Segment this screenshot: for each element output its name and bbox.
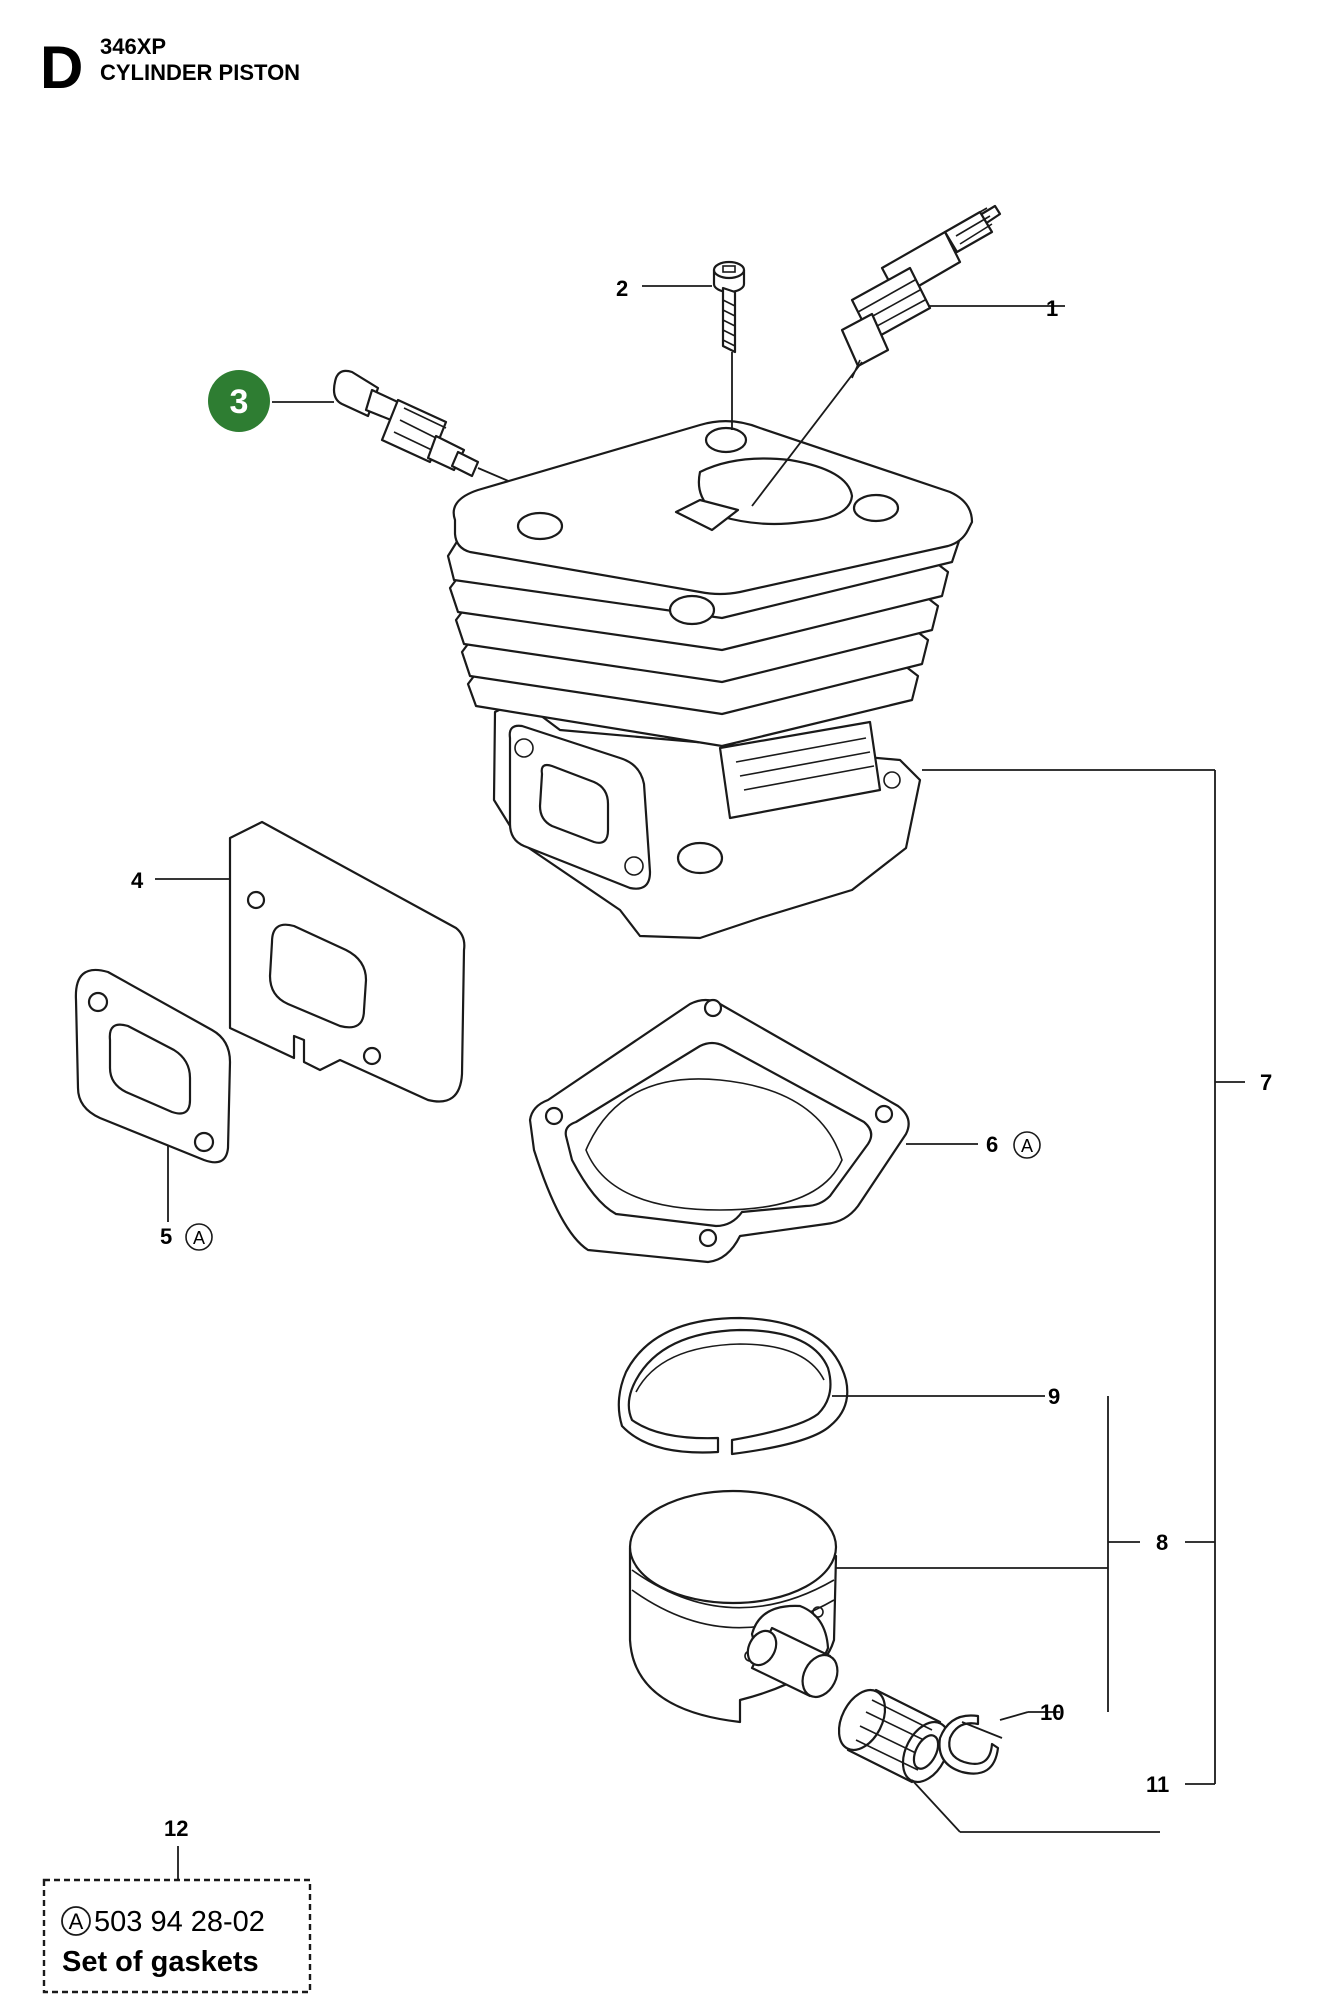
set-marker-a-5-label: A (193, 1228, 205, 1248)
callout-2[interactable]: 2 (616, 276, 628, 301)
kit-marker-a-label: A (69, 1909, 84, 1934)
circlip-part[interactable] (938, 1711, 1060, 1775)
cap-screw-part[interactable] (642, 260, 746, 354)
callout-11[interactable]: 11 (1146, 1772, 1169, 1797)
callout-10[interactable]: 10 (1040, 1700, 1064, 1725)
callout-5[interactable]: 5 (160, 1224, 172, 1249)
callout-1[interactable]: 1 (1046, 296, 1058, 321)
piston-ring-part[interactable] (617, 1316, 1045, 1456)
section-letter: D (40, 34, 83, 101)
base-gasket-part[interactable] (528, 998, 978, 1264)
kit-marker-a (61, 1906, 91, 1936)
kit-name: Set of gaskets (62, 1946, 259, 1978)
callout-6[interactable]: 6 (986, 1132, 998, 1157)
section-title: CYLINDER PISTON (100, 60, 300, 85)
needle-bearing-part[interactable] (830, 1682, 1160, 1833)
set-marker-a-6-label: A (1021, 1136, 1033, 1156)
piston-part[interactable] (628, 1489, 1108, 1724)
set-marker-a-5 (185, 1223, 213, 1251)
set-marker-a-6 (1013, 1131, 1041, 1159)
heat-shield-part[interactable] (155, 820, 466, 1103)
spark-plug-part[interactable] (840, 204, 1065, 379)
highlight-badge: 3 (208, 370, 270, 432)
cylinder-part[interactable] (446, 352, 974, 940)
highlight-badge-label: 3 (230, 383, 249, 421)
decompression-valve-part[interactable] (272, 369, 521, 487)
bracket-lines (922, 769, 1245, 1785)
callout-8[interactable]: 8 (1156, 1530, 1168, 1555)
callout-7[interactable]: 7 (1260, 1070, 1272, 1095)
callout-9[interactable]: 9 (1048, 1384, 1060, 1409)
gasket-set-box[interactable]: A 503 94 28-02 Set of gaskets (42, 1846, 312, 1994)
callout-4[interactable]: 4 (131, 868, 144, 893)
model-number: 346XP (100, 34, 166, 59)
exhaust-gasket-part[interactable] (74, 968, 232, 1222)
kit-part-number: 503 94 28-02 (94, 1906, 265, 1938)
callout-12[interactable]: 12 (164, 1816, 188, 1841)
